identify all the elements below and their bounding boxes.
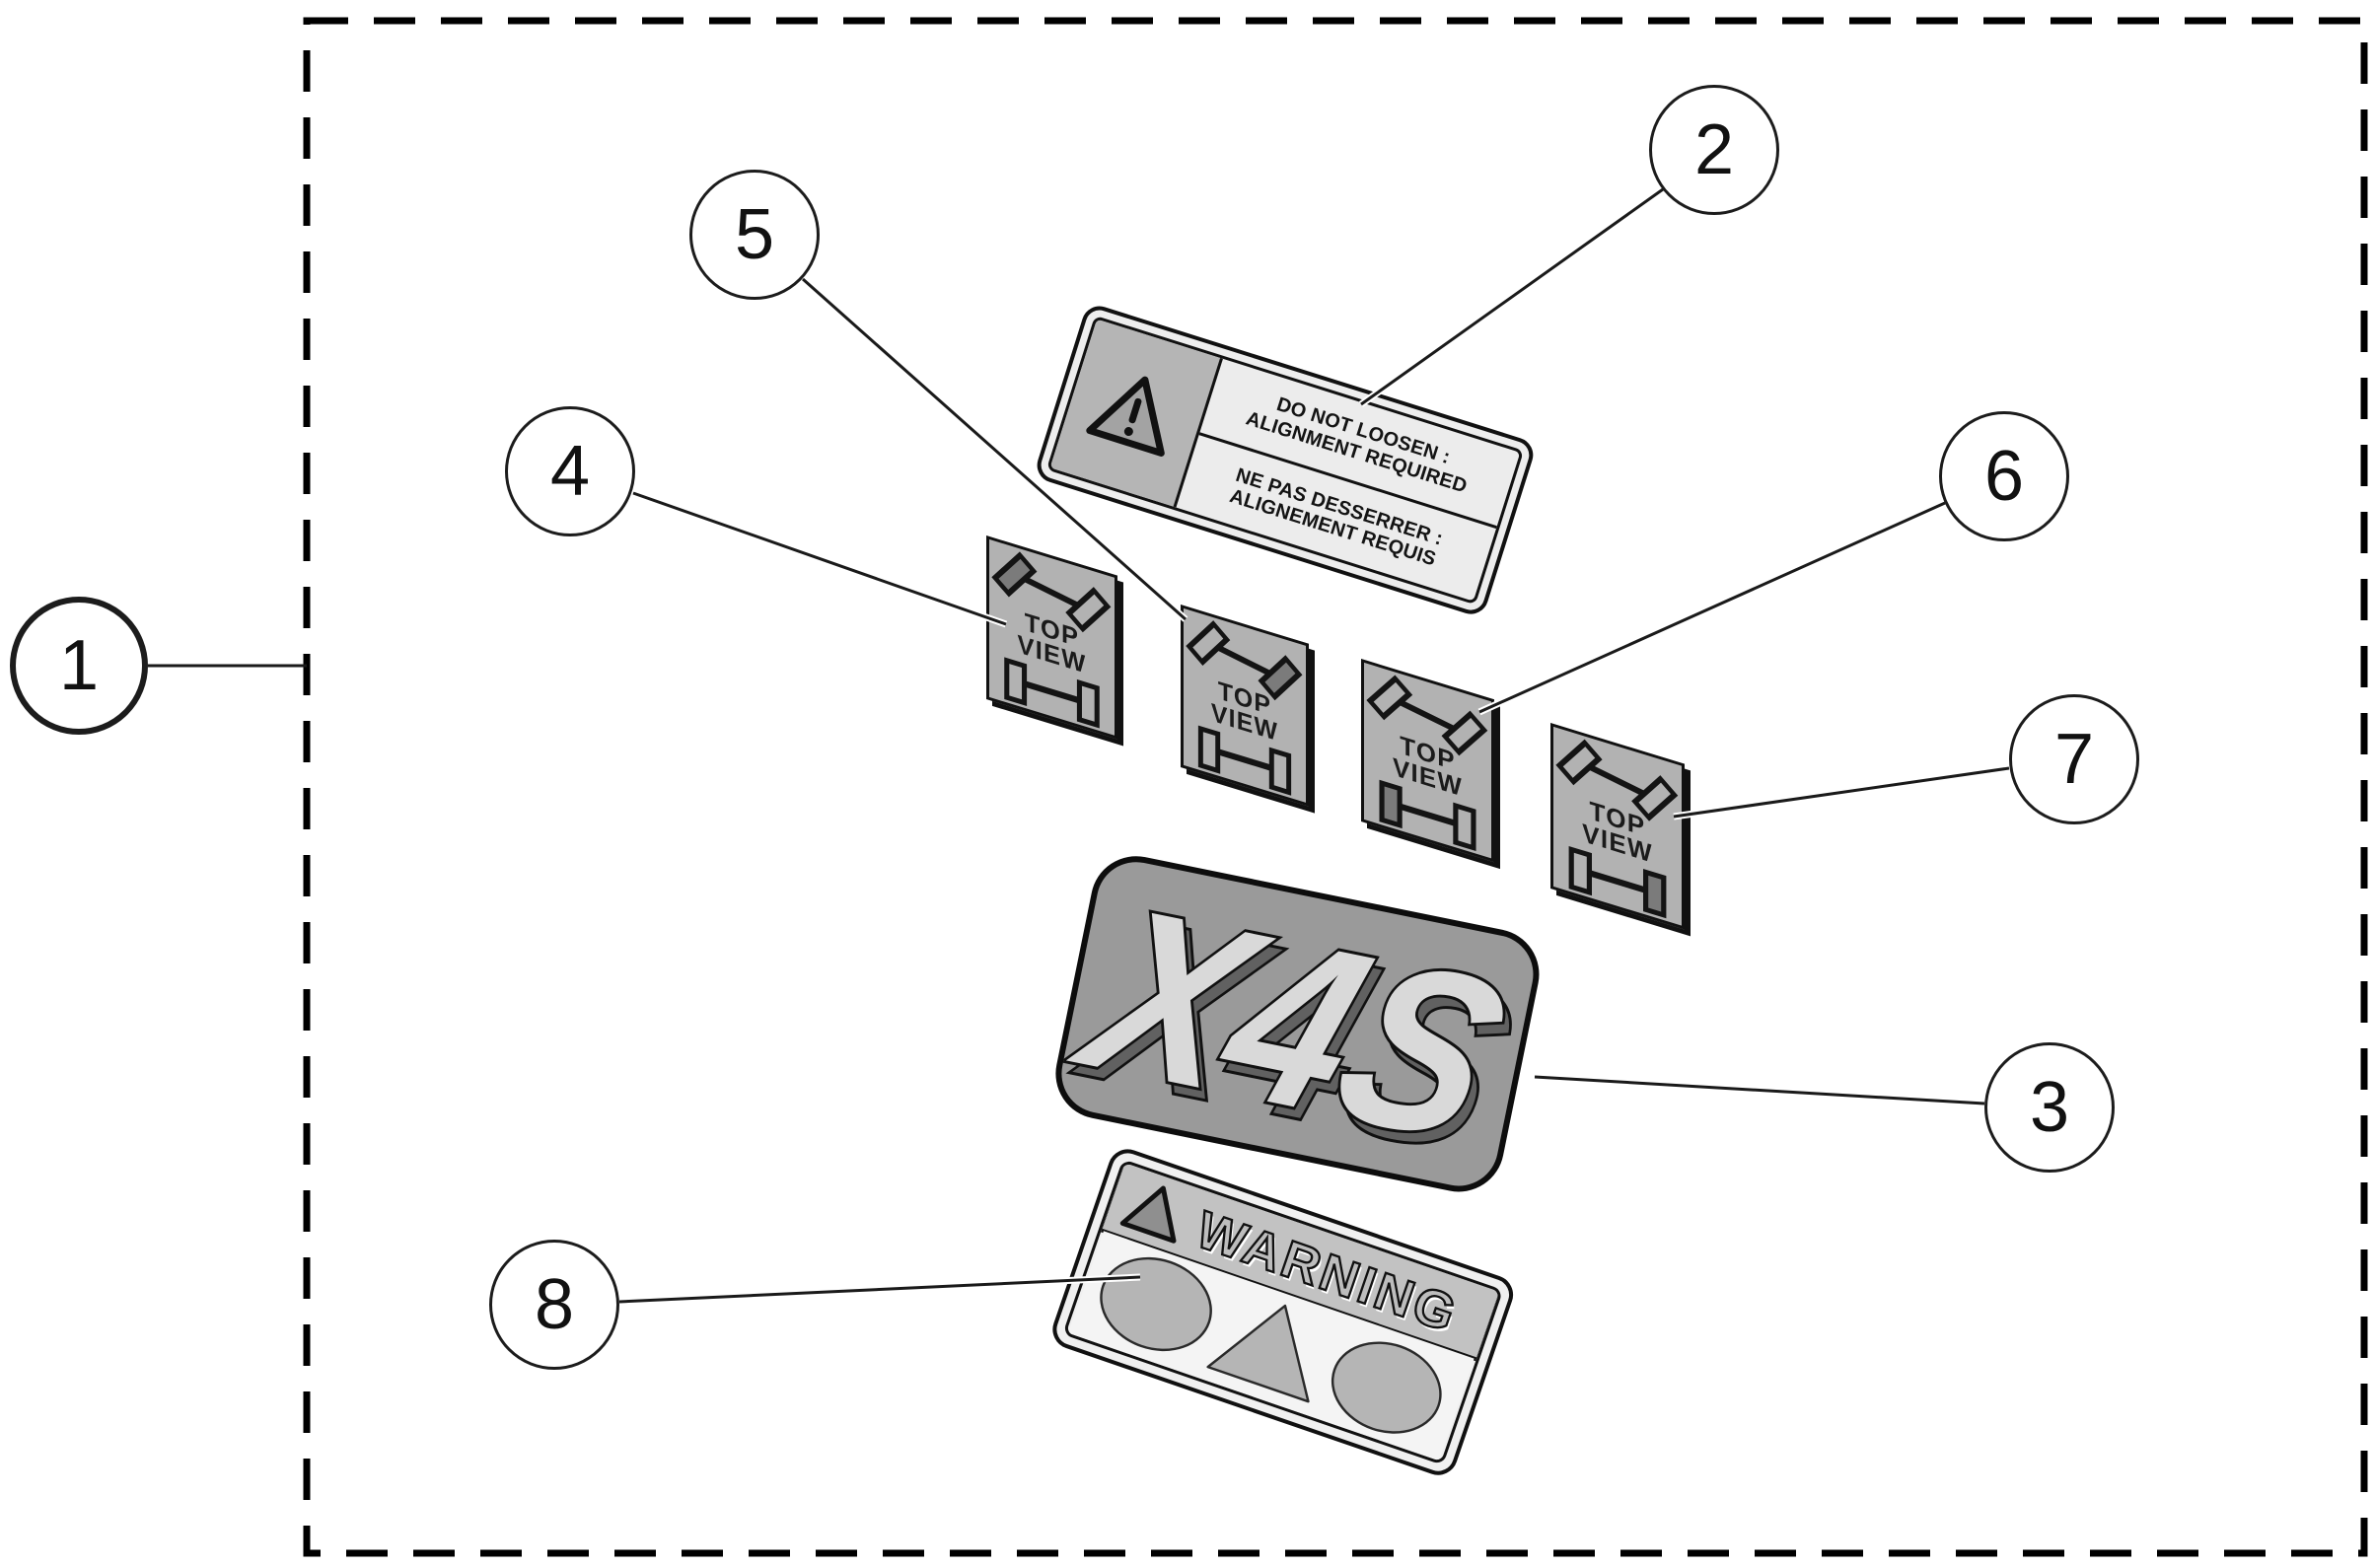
callout-8: 8 [489,1240,619,1370]
top-view-decal-front-right: TOP VIEW [1181,605,1309,807]
axle-top-view-icon: TOP VIEW [1186,620,1303,796]
callout-2-number: 2 [1693,110,1735,189]
callout-3: 3 [1984,1042,2115,1173]
callout-6-number: 6 [1983,437,2025,516]
leader-line-4 [631,489,1008,628]
callout-4: 4 [505,406,635,536]
alignment-warning-label: DO NOT LOOSEN : ALIGNMENT REQUIRED NE PA… [1033,302,1538,619]
callout-6: 6 [1939,411,2069,541]
callout-7: 7 [2009,694,2139,824]
callout-5-number: 5 [734,195,775,274]
axle-top-view-icon: TOP VIEW [1366,675,1488,852]
callout-7-number: 7 [2053,720,2095,799]
axle-top-view-icon: TOP VIEW [991,551,1112,729]
axle-top-view-icon: TOP VIEW [1555,739,1679,919]
callout-4-number: 4 [549,432,591,511]
callout-1: 1 [10,597,148,735]
top-view-decal-front-left: TOP VIEW [986,535,1117,740]
model-badge-x4s: X4S X4S [1047,848,1547,1200]
callout-5: 5 [689,170,820,300]
alignment-label-inner: DO NOT LOOSEN : ALIGNMENT REQUIRED NE PA… [1045,315,1525,606]
top-view-decal-rear-right: TOP VIEW [1550,723,1685,930]
callout-3-number: 3 [2029,1068,2070,1147]
leader-line-6 [1477,499,1947,716]
leader-line-7 [1673,764,2010,820]
badge-text: X4S [1054,858,1534,1189]
callout-8-number: 8 [534,1265,575,1344]
leader-line-2 [1358,186,1666,407]
alignment-label-text: DO NOT LOOSEN : ALIGNMENT REQUIRED NE PA… [1176,359,1520,602]
callout-1-number: 1 [58,626,100,705]
callout-2: 2 [1649,85,1779,215]
warning-pictogram-label: WARNING WARNING [1046,1144,1519,1481]
leader-line-3 [1534,1073,1985,1107]
warning-label-inner: WARNING WARNING [1062,1159,1504,1465]
top-view-decal-rear-left: TOP VIEW [1361,659,1494,863]
